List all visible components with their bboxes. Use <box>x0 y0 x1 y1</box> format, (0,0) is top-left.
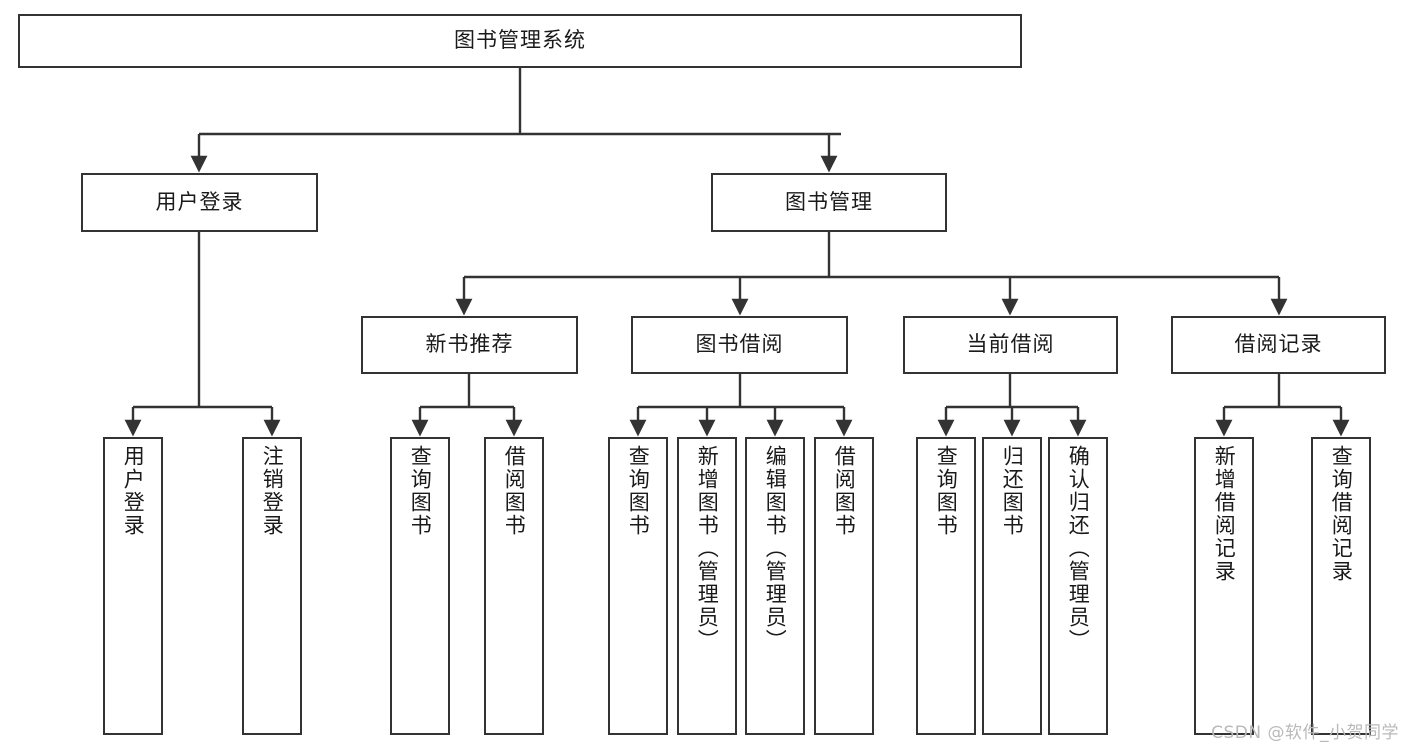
node-new-book-recommendation[interactable]: 新书推荐 <box>361 316 578 374</box>
leaf-recommend-query-book[interactable]: 查询图书 <box>390 437 450 735</box>
leaf-borrow-add-book-admin[interactable]: 新增图书（管理员） <box>677 437 737 735</box>
leaf-user-login-logout[interactable]: 注销登录 <box>242 437 302 735</box>
node-root-book-management-system[interactable]: 图书管理系统 <box>18 14 1022 68</box>
node-book-management[interactable]: 图书管理 <box>711 173 947 232</box>
node-book-borrowing[interactable]: 图书借阅 <box>631 316 848 374</box>
leaf-borrow-edit-book-admin[interactable]: 编辑图书（管理员） <box>745 437 805 735</box>
leaf-user-login-login[interactable]: 用户登录 <box>103 437 163 735</box>
node-borrowing-records[interactable]: 借阅记录 <box>1171 316 1386 374</box>
node-user-login[interactable]: 用户登录 <box>81 173 318 232</box>
leaf-record-query-borrow-record[interactable]: 查询借阅记录 <box>1311 437 1371 735</box>
leaf-current-query-book[interactable]: 查询图书 <box>916 437 976 735</box>
leaf-borrow-borrow-book[interactable]: 借阅图书 <box>814 437 874 735</box>
leaf-recommend-borrow-book[interactable]: 借阅图书 <box>484 437 544 735</box>
node-current-borrowing[interactable]: 当前借阅 <box>903 316 1118 374</box>
leaf-record-add-borrow-record[interactable]: 新增借阅记录 <box>1194 437 1254 735</box>
leaf-current-confirm-return-admin[interactable]: 确认归还（管理员） <box>1048 437 1108 735</box>
leaf-current-return-book[interactable]: 归还图书 <box>982 437 1042 735</box>
leaf-borrow-query-book[interactable]: 查询图书 <box>608 437 668 735</box>
